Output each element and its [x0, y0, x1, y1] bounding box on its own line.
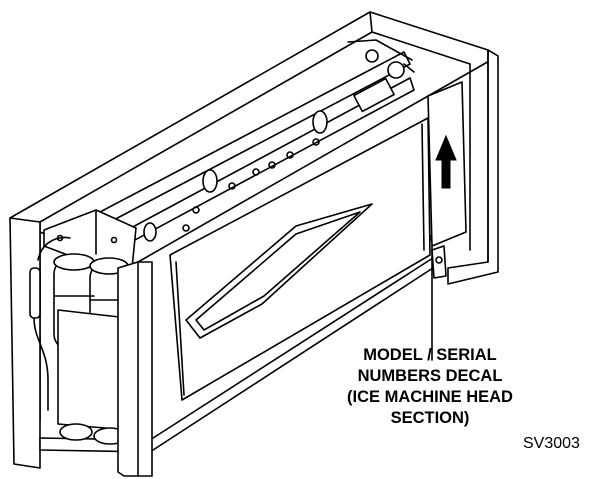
decal-area: [427, 81, 467, 361]
callout-line-2: NUMBERS DECAL: [357, 367, 503, 385]
callout-line-4: SECTION): [390, 409, 470, 427]
callout-line-3: (ICE MACHINE HEAD: [347, 388, 513, 406]
left-front-upright: [9, 217, 41, 469]
valve-assembly: [347, 39, 415, 113]
refrigerant-tubing: [29, 236, 71, 411]
callout-line-1: MODEL / SERIAL: [363, 346, 497, 364]
decal-arrow-icon: [435, 134, 457, 189]
decal-callout: MODEL / SERIAL NUMBERS DECAL (ICE MACHIN…: [318, 345, 542, 429]
distribution-tubes: [99, 51, 415, 249]
figure-id: SV3003: [523, 435, 580, 452]
evaporator-panel: [169, 117, 431, 401]
right-front-upright: [447, 49, 499, 285]
center-front-upright: [117, 261, 153, 477]
